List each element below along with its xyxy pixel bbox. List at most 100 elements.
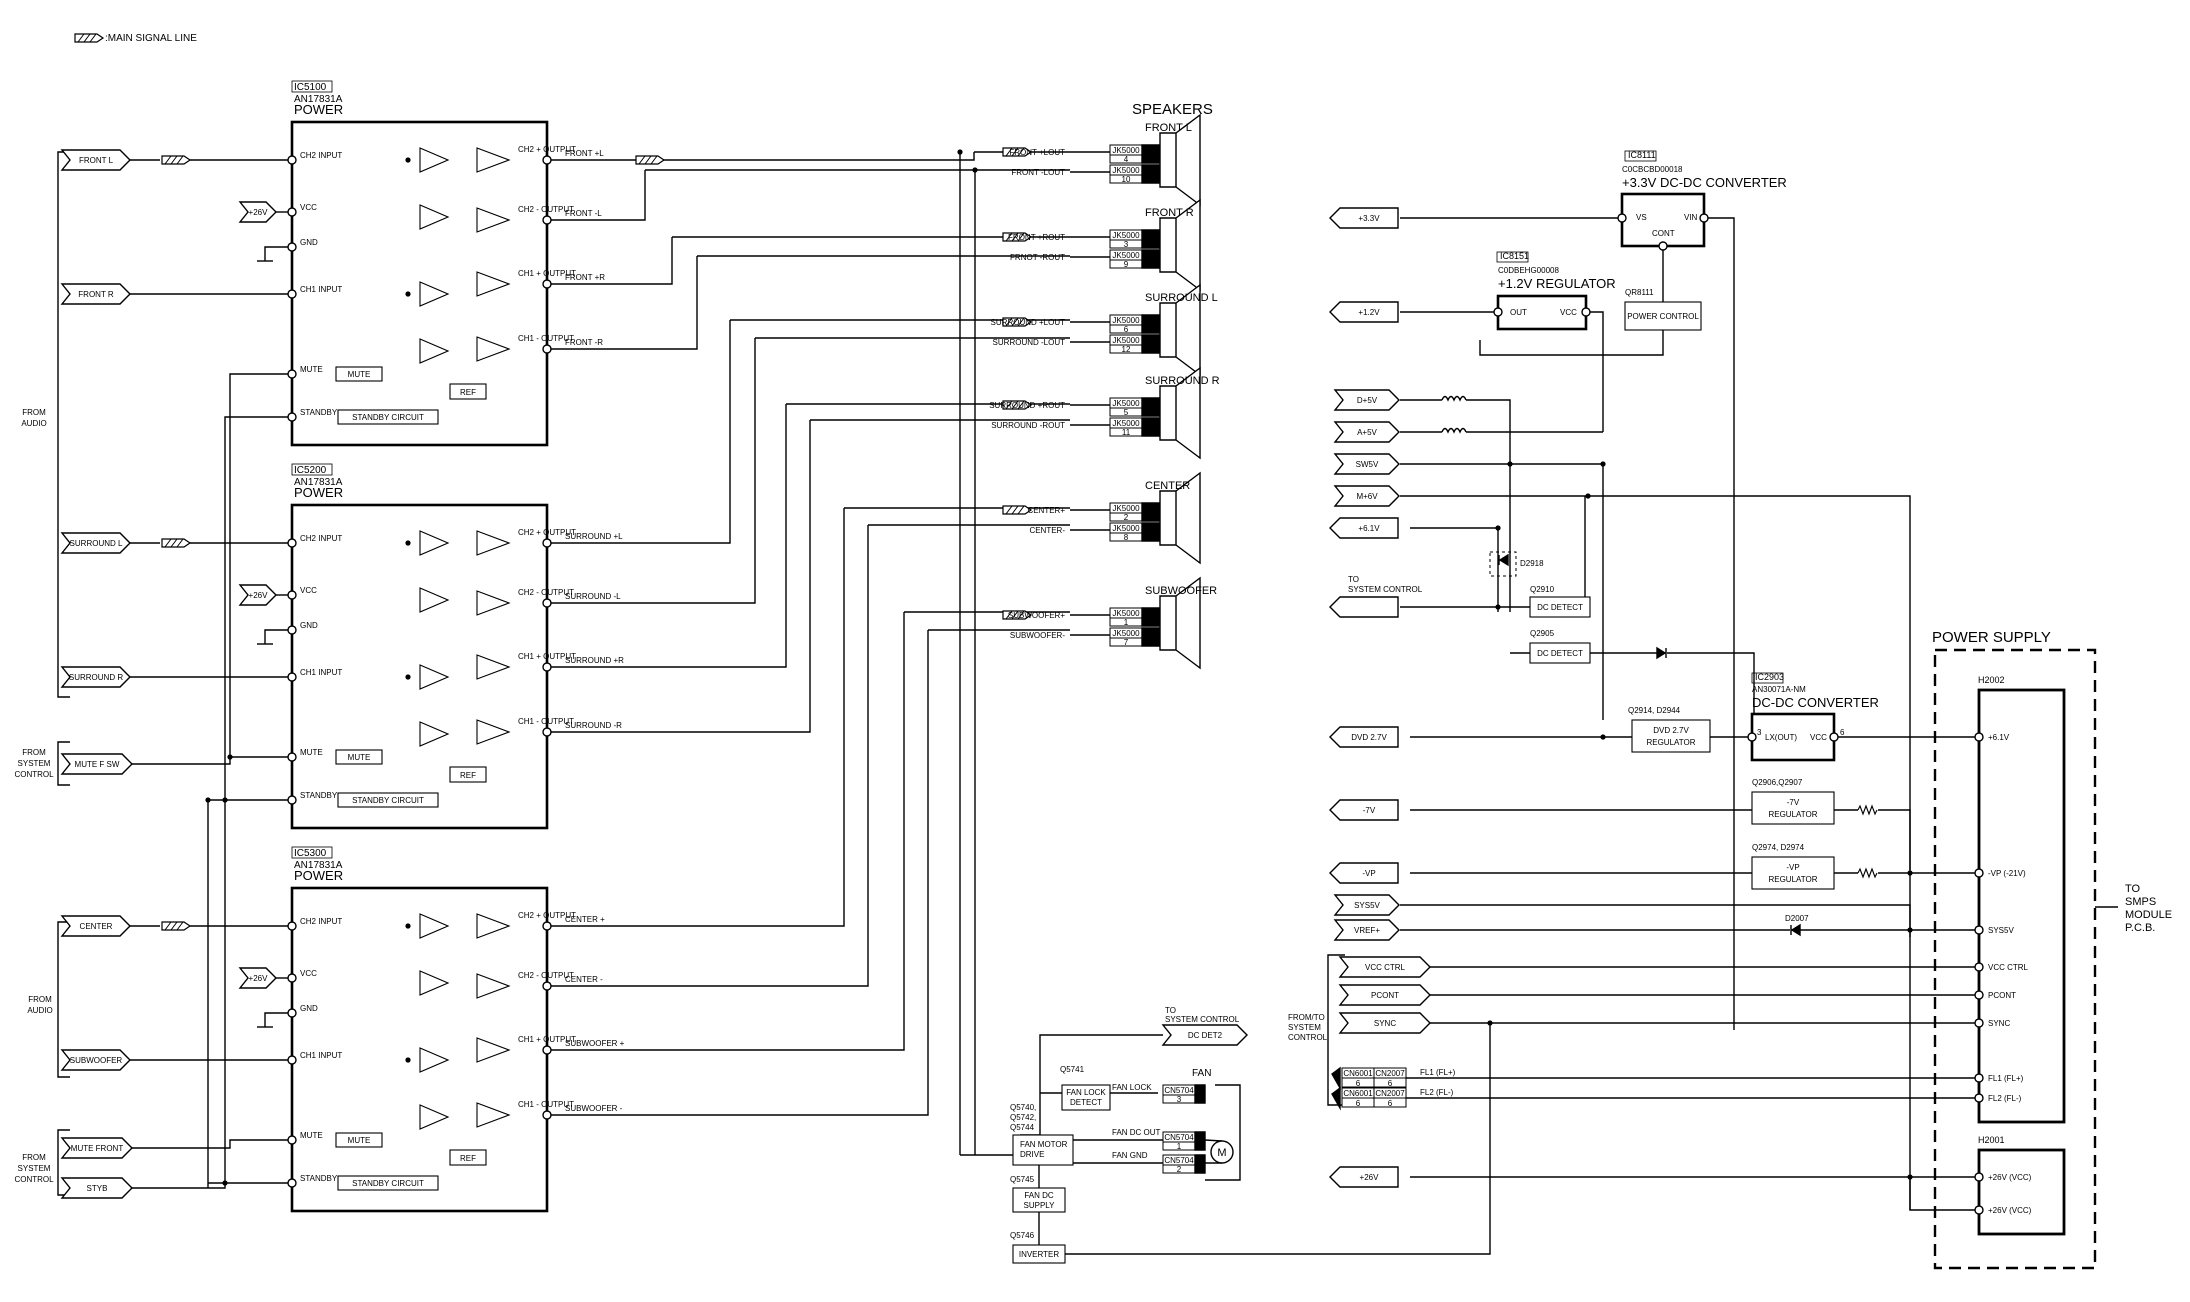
dvd-regulator-box <box>1631 719 1711 753</box>
ref-block <box>449 766 487 783</box>
power-to-sys: SYSTEM CONTROL <box>1348 585 1423 594</box>
supply-tag-label: +26V <box>249 208 269 217</box>
jack-pin-label: 7 <box>1124 638 1129 647</box>
dc-detect-label: DC DETECT <box>1537 649 1583 658</box>
connector-shading <box>1141 229 1161 249</box>
wire <box>551 420 811 733</box>
rail-tag <box>1329 301 1399 323</box>
ic-function: POWER <box>294 102 343 117</box>
wire <box>551 152 975 161</box>
legend-label: :MAIN SIGNAL LINE <box>105 33 197 44</box>
group-label: SYSTEM <box>18 1164 51 1173</box>
fl-net-label: FL1 (FL+) <box>1420 1068 1456 1077</box>
ic-ref: IC5100 <box>294 82 327 93</box>
speaker-net-label: SUBWOOFER+ <box>1008 611 1065 620</box>
rail-tag-label: M+6V <box>1356 492 1378 501</box>
junction <box>1487 1020 1493 1026</box>
fan-dc-supply-label: SUPPLY <box>1024 1201 1056 1210</box>
rail-tag-label: SYS5V <box>1354 901 1380 910</box>
junction <box>205 797 211 803</box>
fan-connector-label: CN5704 <box>1164 1156 1194 1165</box>
pin <box>1974 1018 1984 1028</box>
amplifier-symbol <box>476 530 511 556</box>
pin <box>1974 1205 1984 1215</box>
junction <box>1907 870 1913 876</box>
ic-part: AN17831A <box>294 94 343 105</box>
q-label: Q2905 <box>1530 629 1555 638</box>
connector-shading <box>1141 314 1161 334</box>
pin-label: CH1 INPUT <box>300 668 342 677</box>
speaker-symbol <box>1159 113 1201 207</box>
wire <box>132 416 288 1189</box>
control-tag <box>1338 956 1431 978</box>
jack-label: JK5000 <box>1112 336 1140 345</box>
output-label: CH1 + OUTPUT <box>518 269 576 278</box>
connector-shading <box>1141 522 1161 542</box>
pin-label: CH2 INPUT <box>300 534 342 543</box>
pin-label: GND <box>300 1004 318 1013</box>
rail-tag <box>1329 517 1399 539</box>
connector-shading <box>1141 397 1161 417</box>
ic-part: AN30071A-NM <box>1752 685 1806 694</box>
main-signal-arrow <box>74 33 104 43</box>
ref-block <box>449 1149 487 1166</box>
rail-tag <box>1329 1166 1399 1188</box>
standby-block <box>337 409 439 425</box>
pin-label: MUTE <box>300 1131 323 1140</box>
wire <box>264 246 288 261</box>
wire <box>1410 527 1499 612</box>
junction <box>222 797 228 803</box>
wire <box>1667 652 1755 730</box>
jack-pin-label: 10 <box>1122 175 1131 184</box>
pin <box>542 279 552 289</box>
junction <box>222 1180 228 1186</box>
junction <box>405 1057 411 1063</box>
main-signal-arrow <box>161 921 191 931</box>
pin <box>287 1135 297 1145</box>
ic-ref: IC8111 <box>1628 150 1656 160</box>
jack-label: JK5000 <box>1112 251 1140 260</box>
ic-function: POWER <box>294 485 343 500</box>
amplifier-symbol <box>419 587 450 613</box>
pin <box>1658 241 1668 251</box>
connector-ref: H2002 <box>1978 675 2005 685</box>
diode-dashed-frame <box>1489 551 1517 577</box>
speaker-net-label: FRONT +LOUT <box>1009 148 1065 157</box>
output-net-label: FRONT -R <box>565 338 603 347</box>
fan-connector-pin-label: 1 <box>1177 1142 1182 1151</box>
fan-motor <box>1210 1140 1234 1164</box>
ic-ref: IC5300 <box>294 848 327 859</box>
control-tag-label: PCONT <box>1371 991 1399 1000</box>
fl-connector-pin-label: 6 <box>1388 1099 1393 1108</box>
standby-block-label: STANDBY CIRCUIT <box>352 796 424 805</box>
ref-block-label: REF <box>460 1154 476 1163</box>
pin-number: 6 <box>1840 728 1845 737</box>
supply-tag <box>238 201 277 223</box>
junction <box>1600 461 1606 467</box>
pin <box>287 369 297 379</box>
pin <box>1974 990 1984 1000</box>
pin <box>1974 1172 1984 1182</box>
wire <box>1590 311 1604 432</box>
fl-connector-label: CN6001 <box>1343 1089 1373 1098</box>
ic-ref: IC2903 <box>1755 672 1784 682</box>
output-label: CH2 - OUTPUT <box>518 588 574 597</box>
junction <box>405 291 411 297</box>
mute-block <box>335 749 383 765</box>
input-tag-label: SURROUND R <box>69 673 123 682</box>
output-net-label: SURROUND -R <box>565 721 622 730</box>
junction <box>405 540 411 546</box>
jack-label: JK5000 <box>1112 166 1140 175</box>
input-tag <box>60 1177 133 1199</box>
ic-ref-frame <box>291 80 333 93</box>
pin-label: STANDBY <box>300 1174 338 1183</box>
connector-shading <box>1141 144 1161 164</box>
fan-signal-label: FAN DC OUT <box>1112 1128 1161 1137</box>
ic-ref: IC5200 <box>294 465 327 476</box>
diode-label: D2007 <box>1785 914 1809 923</box>
pin <box>542 1045 552 1055</box>
ic-ref-frame <box>1751 672 1784 684</box>
pin-label: STANDBY <box>300 408 338 417</box>
output-net-label: FRONT +R <box>565 273 605 282</box>
input-tag-label: STYB <box>87 1184 108 1193</box>
